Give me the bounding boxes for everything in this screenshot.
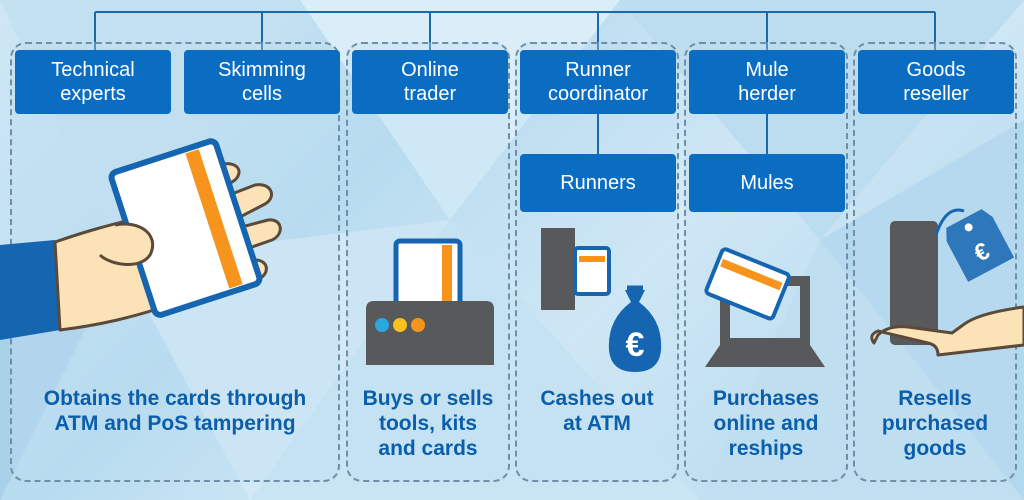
role-online-trader: Online trader [352, 50, 508, 114]
description-panel-1: Obtains the cards through ATM and PoS ta… [43, 387, 307, 435]
description-panel-3: Cashes out at ATM [540, 387, 654, 435]
hand-holding-card-icon [0, 138, 282, 340]
connector-runner [597, 114, 599, 154]
description-panel-2: Buys or sells tools, kits and cards [362, 387, 494, 460]
card-printer-icon [366, 238, 494, 365]
role-runner-coordinator: Runner coordinator [520, 50, 676, 114]
role-mule-herder: Mule herder [689, 50, 845, 114]
laptop-card-icon [704, 247, 825, 367]
role-mules: Mules [689, 154, 845, 212]
role-goods-reseller: Goods reseller [858, 50, 1014, 114]
hand-holding-goods-icon: € [870, 208, 1024, 357]
euro-symbol: € [626, 326, 645, 364]
role-technical-experts: Technical experts [15, 50, 171, 114]
atm-money-bag-icon: € [541, 228, 662, 372]
description-panel-4: Purchases online and reships [712, 387, 820, 460]
connector-mule [766, 114, 768, 154]
role-runners: Runners [520, 154, 676, 212]
description-panel-5: Resells purchased goods [881, 387, 989, 460]
role-skimming-cells: Skimming cells [184, 50, 340, 114]
